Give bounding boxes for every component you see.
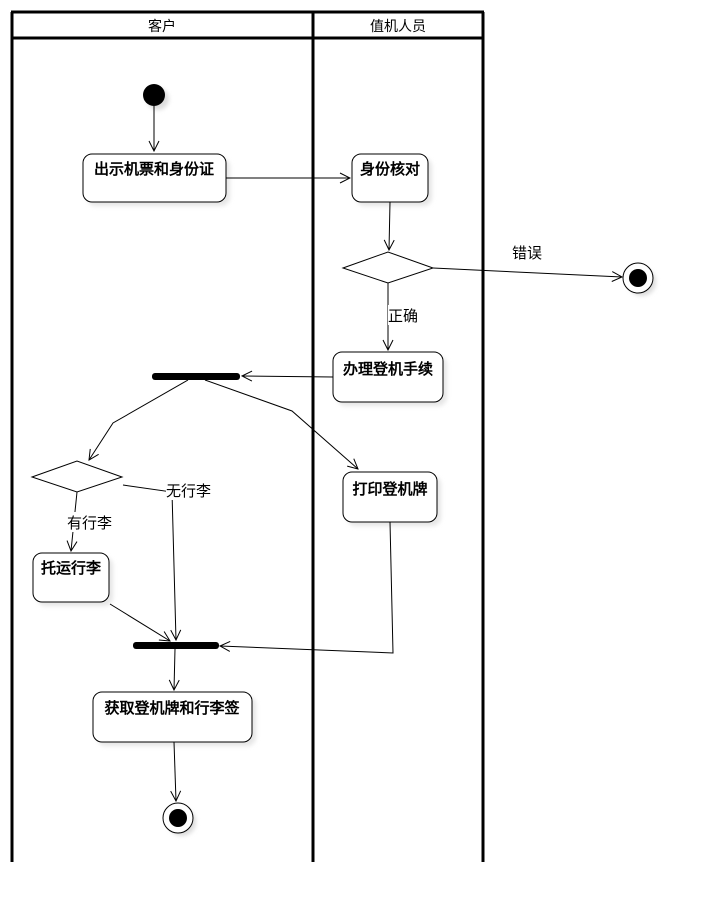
fork-bar [152,373,240,380]
action-checkin-procedure-label: 办理登机手续 [343,360,433,378]
edge-luggage-to-join [109,603,170,641]
join-bar [133,642,219,649]
edge-fork-to-decision [89,379,189,460]
action-check-luggage-label: 托运行李 [41,559,102,577]
action-print-boarding-pass-label: 打印登机牌 [352,480,427,498]
edge-join-to-receive [174,648,175,690]
action-receive-pass-tag-label: 获取登机牌和行李签 [104,699,240,717]
guard-correct-label: 正确 [388,307,418,325]
guard-no-luggage-label: 无行李 [166,482,211,500]
edge-decision-to-error-end [432,267,622,277]
guard-has-luggage-label: 有行李 [67,514,112,532]
action-show-ticket-id: 出示机票和身份证 [82,153,230,206]
final-node-end [162,802,196,836]
edge-receive-to-end [174,741,176,801]
action-verify-identity-label: 身份核对 [360,160,420,178]
decision-identity-check [341,251,435,284]
edge-verify-to-decision [389,201,390,250]
guard-error-label: 错误 [512,244,542,262]
action-check-luggage: 托运行李 [32,552,113,606]
edge-checkin-to-fork [242,376,334,377]
edge-fork-to-print [204,379,358,469]
swimlane-staff-title: 值机人员 [370,19,426,35]
decision-luggage [30,460,124,493]
action-show-ticket-id-label: 出示机票和身份证 [94,160,214,178]
initial-node [143,84,169,110]
action-verify-identity: 身份核对 [351,153,432,206]
action-print-boarding-pass: 打印登机牌 [342,471,441,526]
action-checkin-procedure: 办理登机手续 [332,351,447,406]
edge-print-to-join [220,521,394,654]
action-receive-pass-tag: 获取登机牌和行李签 [92,691,256,746]
swimlane-customer-title: 客户 [148,18,176,35]
swimlane-frame [10,10,485,862]
final-node-error [622,262,656,296]
